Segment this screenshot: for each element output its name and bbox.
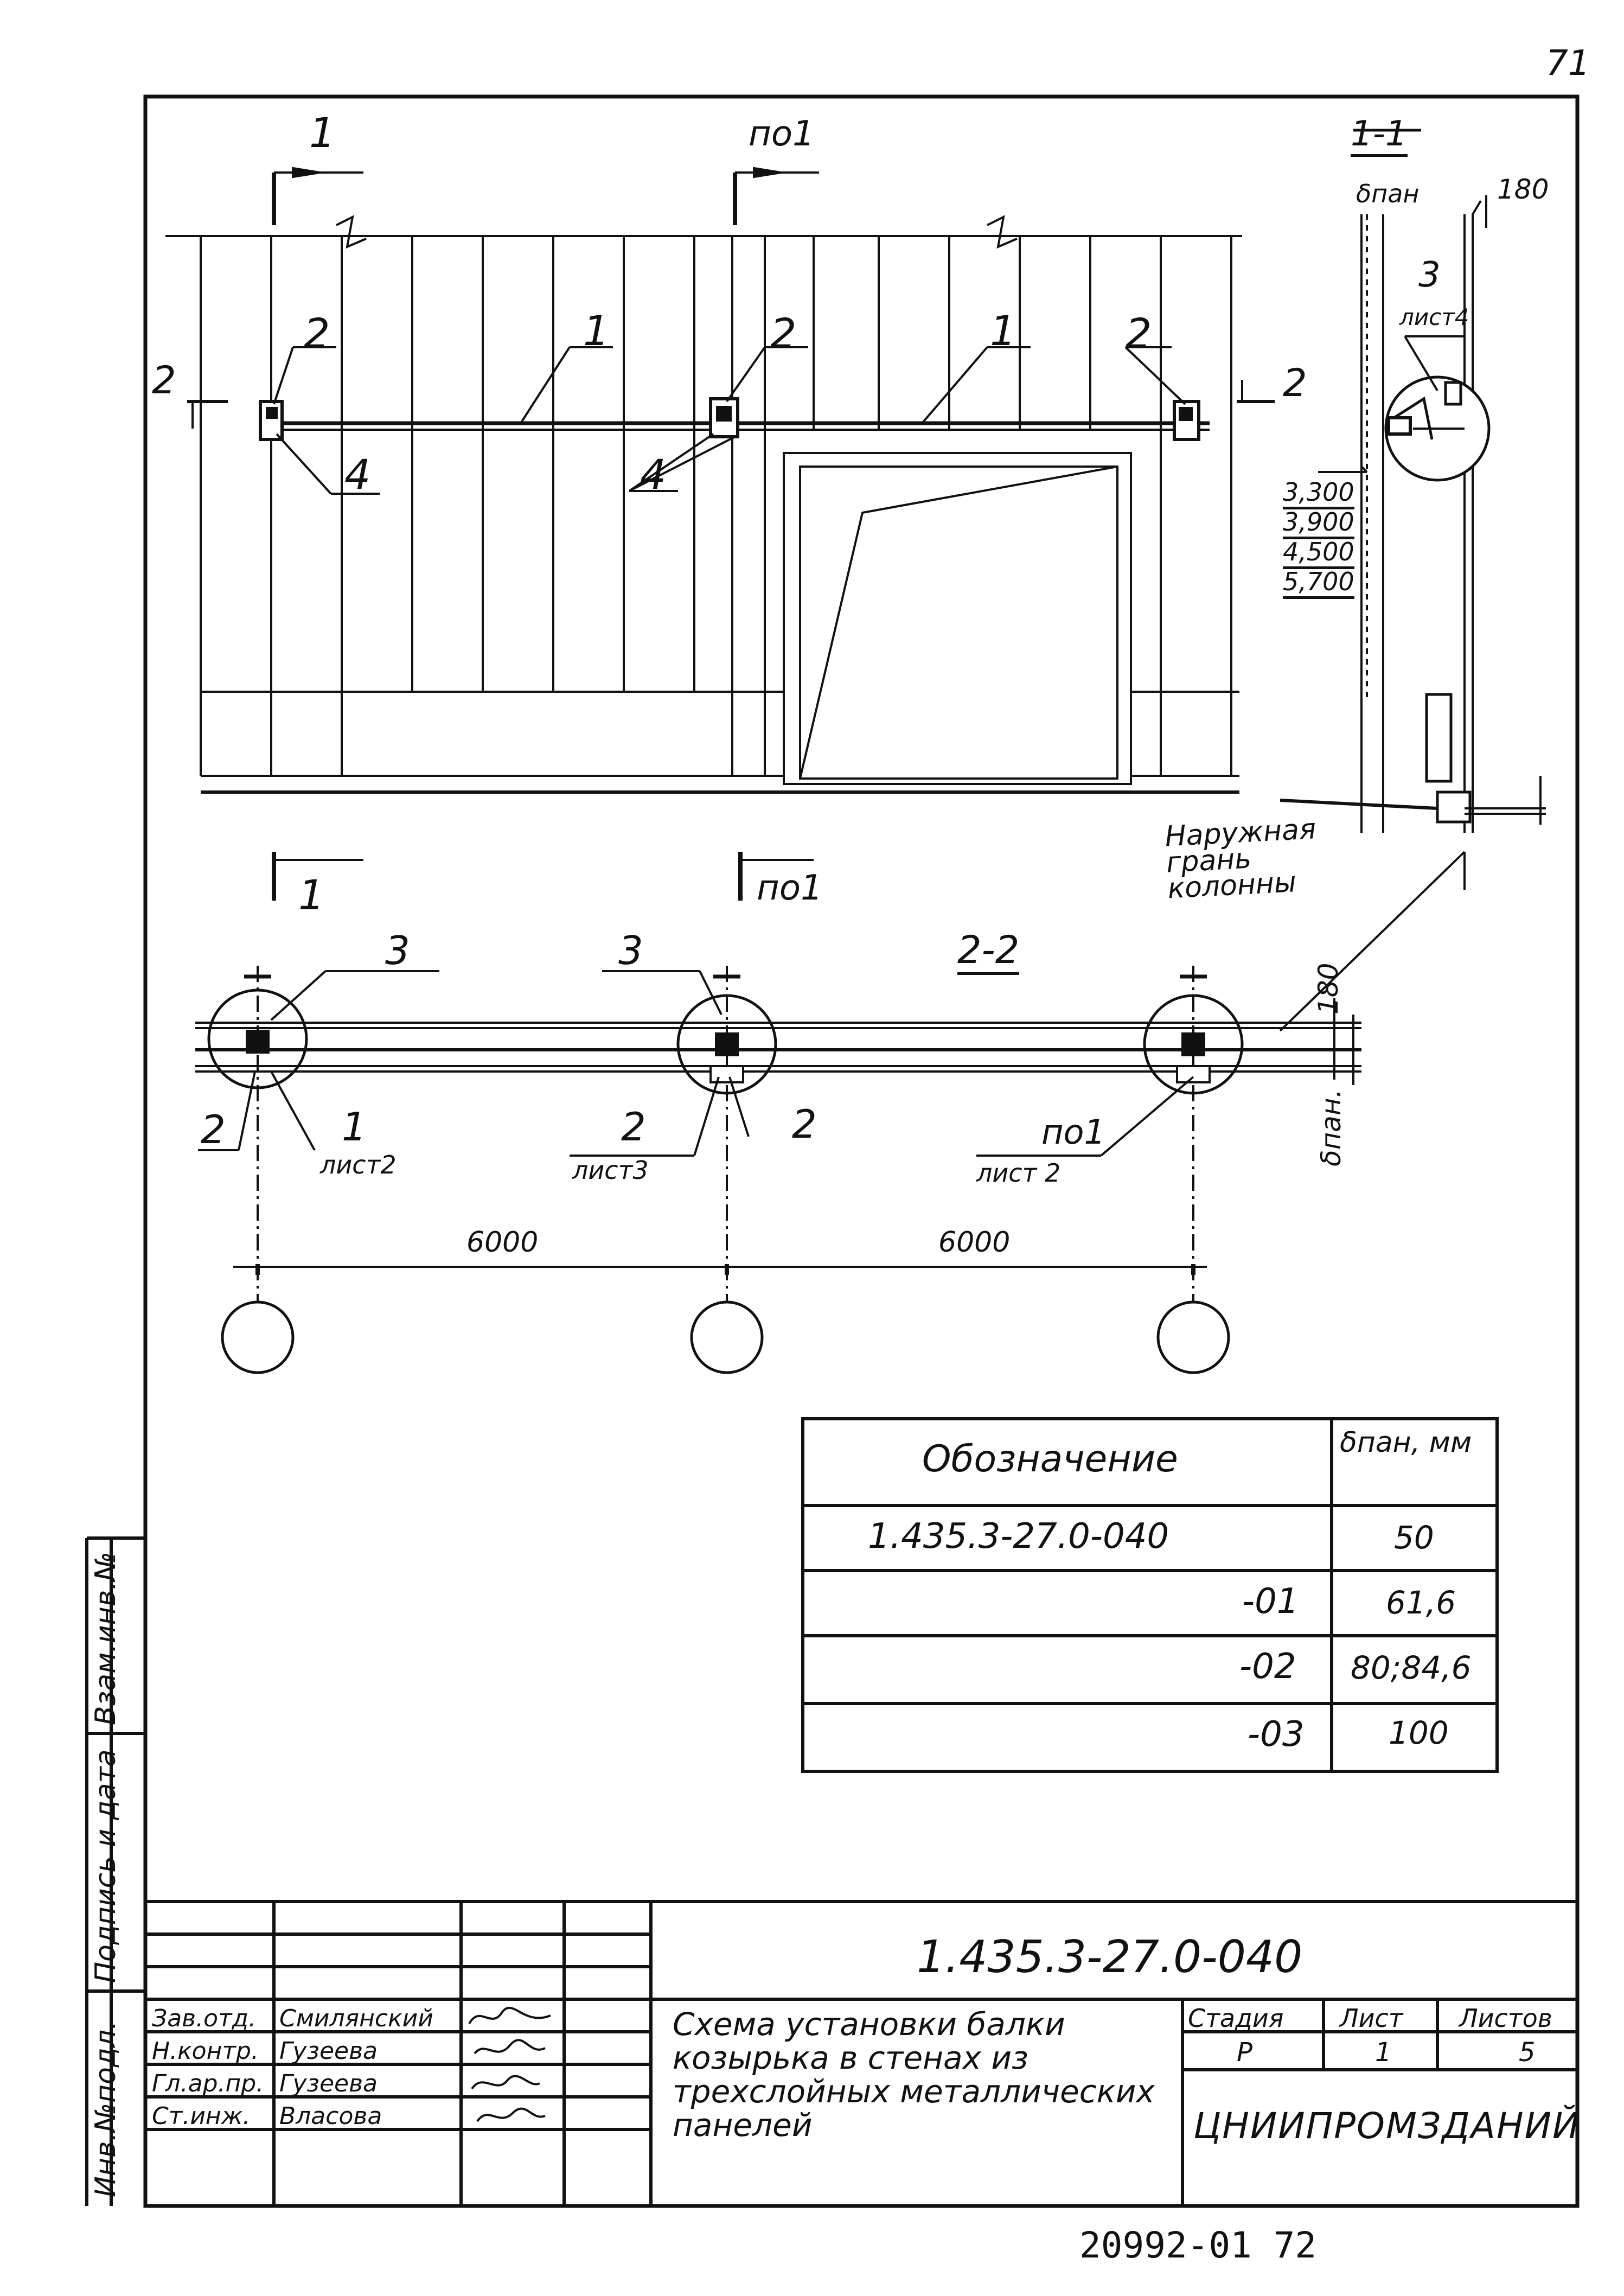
sheets-value: 5 <box>1519 2037 1536 2068</box>
dim-180-vertical: 180 <box>1313 962 1344 1015</box>
title-block-grid <box>145 1900 1577 2206</box>
s22-callout-2-left: 2 <box>201 1107 226 1152</box>
table-row-designation: -01 <box>1242 1581 1299 1622</box>
sheet-frame <box>143 94 1580 2208</box>
table-header-designation: Обозначение <box>922 1438 1178 1481</box>
person-name: Гузеева <box>279 2070 378 2097</box>
drawing-description: Схема установки балки козырька в стенах … <box>673 2006 1155 2144</box>
s22-callout-3-left: 3 <box>385 928 410 973</box>
table-row-value: 61,6 <box>1386 1584 1456 1621</box>
sheet-value: 1 <box>1375 2037 1392 2068</box>
role: Зав.отд. <box>152 2005 257 2032</box>
table-row-designation: -02 <box>1239 1647 1296 1687</box>
spec-table-grid <box>801 1417 1499 1773</box>
s22-callout-1-left: 1 <box>342 1104 367 1150</box>
sheet-label: Лист <box>1340 2004 1403 2033</box>
table-row-value: 100 <box>1389 1714 1449 1751</box>
table-row-value: 50 <box>1394 1519 1434 1556</box>
dim-bpan-vertical: δпан. <box>1315 1089 1347 1166</box>
person-name: Власова <box>279 2102 382 2130</box>
organization: ЦНИИПРОМЗДАНИЙ <box>1193 2105 1581 2147</box>
stage-value: Р <box>1237 2037 1252 2068</box>
s22-callout-2-mid: 2 <box>621 1104 646 1150</box>
callout-1-left: 1 <box>583 307 610 355</box>
margin-sign-date: Подпись и дата <box>89 1749 122 1983</box>
person-name: Гузеева <box>279 2037 378 2065</box>
section-2-2-drawing <box>195 851 1466 1374</box>
section-1-mark-top: 1 <box>309 109 336 157</box>
stage-label: Стадия <box>1188 2004 1284 2033</box>
s22-callout-3-mid: 3 <box>618 928 643 973</box>
role: Н.контр. <box>152 2037 259 2065</box>
po1-mark-top: по1 <box>749 114 815 154</box>
margin-replace-inv: Взам.инв.№ <box>89 1552 122 1725</box>
elevation-mark-3900: 3,900 <box>1283 507 1354 539</box>
person-name: Смилянский <box>279 2005 433 2032</box>
po1-mark-bottom: по1 <box>757 868 823 908</box>
callout-4-left: 4 <box>344 450 371 499</box>
footer-code: 20992-01 72 <box>1079 2224 1317 2266</box>
section-1-1-dim-label: δпан <box>1356 179 1420 208</box>
span-dim-2: 6000 <box>938 1226 1011 1259</box>
callout-2-right: 2 <box>1126 309 1152 358</box>
margin-strip <box>85 1536 145 2206</box>
role: Гл.ар.пр. <box>152 2070 264 2097</box>
section-2-2-title: 2-2 <box>957 928 1020 975</box>
callout-2-mid: 2 <box>770 309 797 358</box>
callout-4-mid: 4 <box>640 450 667 499</box>
s22-callout-2-mid-sheet: лист3 <box>572 1156 649 1185</box>
table-header-thickness: δпан, мм <box>1340 1426 1472 1459</box>
table-row-designation: -03 <box>1248 1714 1305 1755</box>
elevation-mark-4500: 4,500 <box>1283 537 1354 569</box>
role: Ст.инж. <box>152 2102 251 2130</box>
section-1-1-title: 1-1 <box>1351 114 1408 157</box>
signatures <box>468 2006 551 2122</box>
page-number: 71 <box>1546 43 1590 84</box>
elevation-mark-3300: 3,300 <box>1283 477 1354 509</box>
section-1-1-callout-sheet: лист4 <box>1399 304 1469 330</box>
s22-callout-po1: по1 <box>1041 1112 1105 1152</box>
outer-face-note: Наружная грань колонны <box>1164 813 1317 905</box>
doc-code: 1.435.3-27.0-040 <box>917 1931 1303 1983</box>
s22-callout-1-sheet: лист2 <box>320 1150 397 1179</box>
wall-elevation <box>165 167 1275 901</box>
section-2-mark-right: 2 <box>1283 361 1307 405</box>
margin-inv-orig: Инв.№подл. <box>89 2020 122 2197</box>
s22-callout-po1-sheet: лист 2 <box>976 1158 1061 1188</box>
span-dim-1: 6000 <box>466 1226 539 1259</box>
sheets-label: Листов <box>1459 2004 1552 2033</box>
section-1-1-callout-num: 3 <box>1418 255 1441 295</box>
elevation-mark-5700: 5,700 <box>1283 567 1354 599</box>
section-1-1-dim-value: 180 <box>1497 174 1549 205</box>
callout-1-right: 1 <box>990 307 1016 355</box>
callout-2-left: 2 <box>304 309 330 358</box>
s22-callout-2b-mid: 2 <box>792 1101 817 1147</box>
section-1-mark-bottom: 1 <box>298 871 325 919</box>
table-row-designation: 1.435.3-27.0-040 <box>868 1516 1169 1557</box>
section-1-1-drawing <box>1280 129 1546 890</box>
section-2-mark-left: 2 <box>152 358 176 403</box>
table-row-value: 80;84,6 <box>1351 1649 1472 1686</box>
